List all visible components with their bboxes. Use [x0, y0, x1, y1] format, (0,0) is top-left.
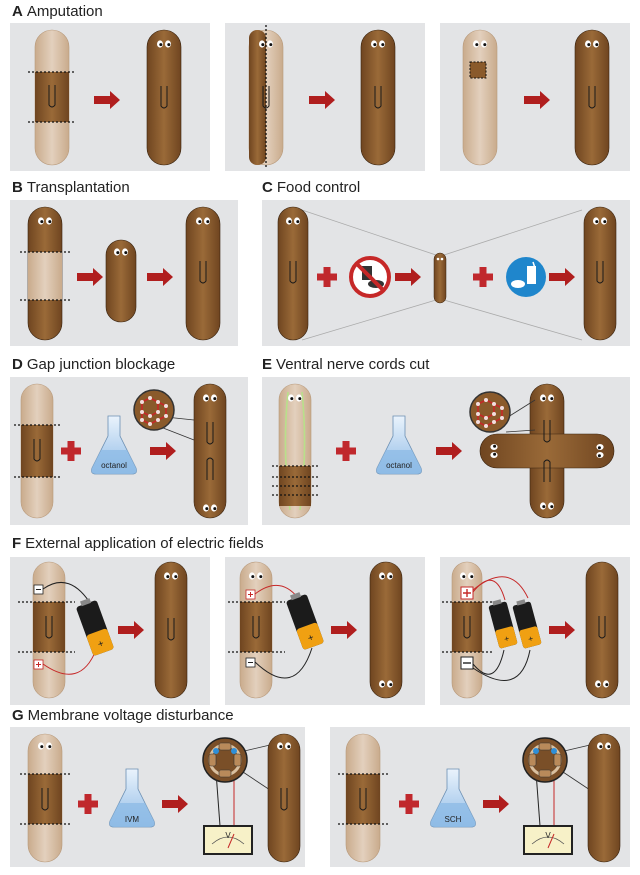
- battery-icon: [284, 590, 325, 651]
- panel-letter: C: [262, 179, 273, 196]
- panel-title-text: External application of electric fields: [25, 535, 264, 552]
- voltmeter-unit-label: V: [225, 831, 231, 840]
- panel-f2-drawing: [228, 561, 403, 699]
- panel-title-text: Ventral nerve cords cut: [276, 356, 430, 373]
- panel-letter: F: [12, 535, 22, 552]
- panel-letter: A: [12, 3, 23, 20]
- panel-a2-drawing: [248, 25, 396, 168]
- panel-f3-drawing: [442, 561, 619, 699]
- battery-icon: [487, 597, 518, 649]
- food-icon: [506, 257, 546, 297]
- panel-title-text: Amputation: [26, 3, 103, 20]
- reagent-label-ivm: IVM: [125, 815, 140, 824]
- panel-g2-drawing: SCH V: [338, 733, 621, 863]
- panel-a1-drawing: [28, 29, 182, 166]
- eye-spots: [436, 257, 444, 261]
- panel-letter: B: [12, 179, 23, 196]
- panel-e-drawing: octanol: [272, 383, 615, 519]
- panel-g1-drawing: IVM V: [20, 733, 301, 863]
- panel-letter: E: [262, 356, 273, 373]
- panel-title-text: Transplantation: [26, 179, 130, 196]
- reagent-label-octanol: octanol: [101, 461, 127, 470]
- panel-a3-drawing: [462, 29, 610, 166]
- voltmeter-unit-label: V: [545, 831, 551, 840]
- reagent-label-octanol: octanol: [386, 461, 412, 470]
- panel-f1-drawing: [18, 561, 188, 699]
- reagent-label-sch: SCH: [445, 815, 462, 824]
- panel-title-text: Food control: [276, 179, 361, 196]
- no-food-icon: [349, 256, 391, 298]
- panel-c-drawing: [277, 206, 617, 341]
- panel-letter: D: [12, 356, 23, 373]
- panel-b-drawing: [20, 206, 221, 341]
- panel-title-text: Membrane voltage disturbance: [27, 707, 234, 724]
- battery-icon: [74, 596, 115, 657]
- panel-d-drawing: octanol: [14, 383, 227, 519]
- panel-title-text: Gap junction blockage: [26, 356, 176, 373]
- panel-letter: G: [12, 707, 24, 724]
